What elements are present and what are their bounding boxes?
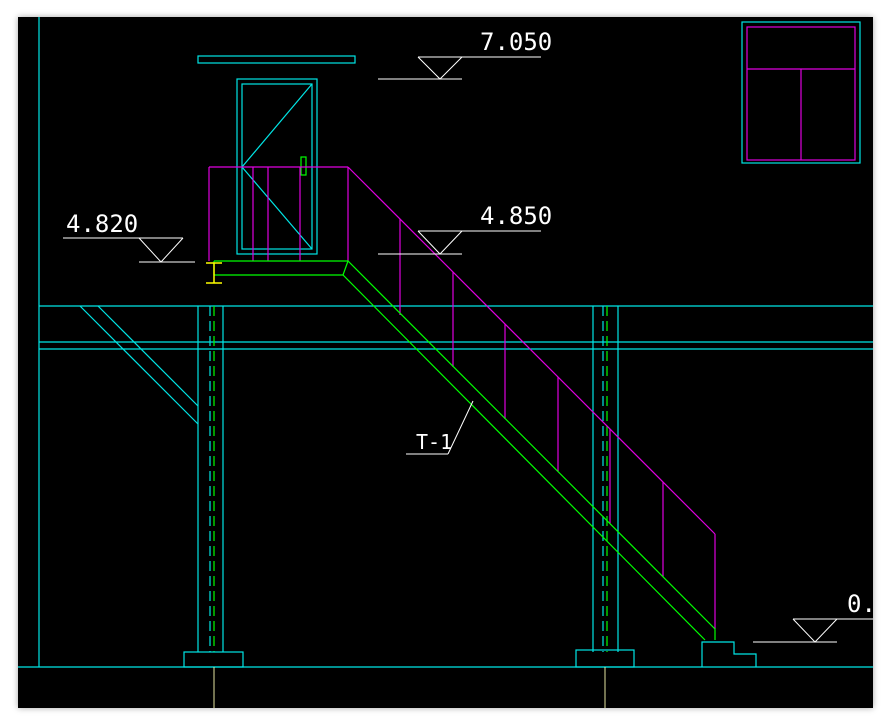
elevation-label-roof: 7.050 xyxy=(480,28,552,56)
column-left xyxy=(183,306,244,708)
stair-stringer xyxy=(213,260,716,641)
landing-railing xyxy=(208,166,349,261)
bottom-step xyxy=(701,641,757,667)
elevation-label-landing-left: 4.820 xyxy=(66,210,138,238)
diagonal-brace xyxy=(79,305,199,425)
elevation-marker-landing-left: 4.820 xyxy=(63,210,195,263)
column-right xyxy=(575,306,635,708)
elevation-label-ground: 0.0 xyxy=(847,590,873,618)
door-canopy xyxy=(197,55,356,64)
building-outline xyxy=(18,17,873,668)
cad-viewport: 7.050 4.820 4.850 0.0 T-1 xyxy=(18,17,873,708)
elevation-drawing: 7.050 4.820 4.850 0.0 T-1 xyxy=(18,17,873,708)
stair-tag-label: T-1 xyxy=(416,430,452,454)
elevation-marker-ground: 0.0 xyxy=(753,590,873,643)
window xyxy=(741,21,861,164)
beam-section xyxy=(206,262,222,284)
stair-tag: T-1 xyxy=(406,400,474,455)
stair-railing xyxy=(347,166,716,629)
elevation-label-landing-right: 4.850 xyxy=(480,202,552,230)
elevation-marker-landing-right: 4.850 xyxy=(378,202,552,255)
elevation-marker-roof: 7.050 xyxy=(378,28,552,80)
